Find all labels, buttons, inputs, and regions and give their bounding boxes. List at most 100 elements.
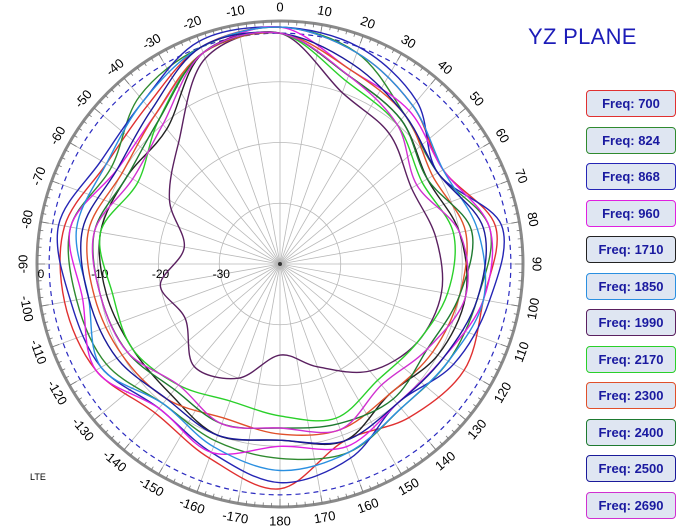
legend-item: Freq: 1850 — [586, 272, 676, 300]
ring-tick — [483, 381, 491, 386]
ring-tick — [369, 38, 372, 43]
ring-tick — [220, 495, 223, 500]
angle-tick-label: -80 — [18, 209, 36, 230]
ring-tick — [99, 423, 103, 427]
legend-item: Freq: 700 — [586, 90, 676, 117]
ring-tick — [93, 414, 101, 421]
angle-tick-label: 170 — [313, 508, 337, 527]
ring-tick — [104, 94, 109, 99]
angle-tick-label: -30 — [140, 30, 164, 52]
angle-tick-label: 160 — [355, 495, 381, 517]
ring-tick — [104, 429, 109, 434]
ring-tick — [65, 375, 70, 379]
ring-tick — [51, 180, 60, 185]
ring-tick — [501, 172, 506, 175]
ring-tick — [88, 114, 92, 118]
ring-tick — [391, 474, 395, 479]
ring-tick — [173, 45, 176, 50]
ring-tick — [384, 478, 387, 483]
legend-item: Freq: 2300 — [586, 382, 676, 409]
series-line — [80, 31, 487, 445]
ring-tick — [353, 491, 356, 496]
ring-tick — [93, 107, 101, 114]
ring-tick — [165, 474, 169, 479]
angle-tick-label: -170 — [221, 507, 249, 526]
ring-tick — [57, 164, 62, 168]
ring-tick — [61, 157, 66, 160]
ring-tick — [212, 493, 215, 498]
angle-tick-label: -160 — [177, 494, 207, 517]
ring-tick — [516, 296, 521, 299]
ring-tick — [509, 196, 514, 199]
ring-tick — [329, 497, 331, 502]
angle-tick-label: 80 — [524, 211, 541, 228]
ring-tick — [158, 53, 163, 61]
ring-tick — [229, 497, 231, 502]
ring-tick — [457, 101, 461, 105]
ring-tick — [204, 32, 207, 37]
angle-tick-label: 100 — [524, 297, 543, 321]
ring-tick — [158, 467, 163, 475]
ring-tick — [397, 53, 402, 61]
ring-tick — [196, 484, 201, 493]
ring-tick — [39, 229, 44, 232]
angle-tick-label: -40 — [103, 55, 127, 79]
ring-tick — [426, 72, 430, 76]
ring-tick — [494, 368, 499, 371]
ring-tick — [511, 321, 516, 324]
angle-tick-label: -50 — [71, 87, 95, 111]
ring-tick — [312, 500, 315, 505]
ring-tick — [513, 313, 518, 315]
ring-tick — [65, 149, 70, 153]
ring-tick — [451, 94, 456, 99]
angle-tick-label: 40 — [435, 57, 456, 78]
angle-tick-label: 70 — [512, 167, 531, 186]
ring-tick — [204, 491, 207, 496]
ring-tick — [500, 180, 509, 185]
ring-tick — [99, 101, 103, 105]
ring-tick — [345, 493, 348, 498]
ring-tick — [391, 49, 395, 54]
ring-tick — [483, 142, 491, 147]
ring-tick — [397, 467, 402, 475]
ring-tick — [69, 381, 77, 386]
ring-tick — [78, 127, 83, 131]
ring-tick — [359, 484, 364, 493]
ring-tick — [369, 485, 372, 490]
legend-item: Freq: 2400 — [586, 418, 676, 446]
ring-tick — [482, 390, 487, 394]
ring-tick — [130, 452, 134, 456]
ring-tick — [477, 397, 482, 401]
ring-tick — [501, 353, 506, 356]
ring-tick — [237, 495, 240, 504]
ring-tick — [490, 375, 495, 379]
ring-tick — [507, 188, 512, 191]
ring-tick — [46, 329, 51, 332]
series-line — [159, 31, 444, 380]
angle-tick-label: 150 — [395, 475, 421, 499]
ring-tick — [473, 404, 477, 408]
ring-tick — [345, 30, 348, 35]
ring-tick — [180, 482, 184, 487]
ring-tick — [509, 329, 514, 332]
ring-tick — [511, 304, 520, 307]
grid-circle — [158, 142, 402, 386]
ring-tick — [459, 414, 467, 421]
angle-tick-label: 120 — [491, 379, 515, 405]
angle-tick-label: 10 — [316, 2, 333, 19]
radial-tick-label: 0 — [38, 267, 45, 281]
ring-tick — [73, 134, 78, 138]
ring-tick — [245, 23, 248, 28]
ring-tick — [468, 410, 472, 414]
ring-tick — [42, 213, 47, 215]
ring-tick — [57, 360, 62, 364]
ring-tick — [245, 500, 248, 505]
ring-tick — [439, 441, 443, 445]
ring-tick — [459, 107, 467, 114]
ring-tick — [426, 452, 430, 456]
ring-tick — [413, 461, 417, 466]
ring-tick — [498, 360, 503, 364]
lte-note: LTE — [30, 472, 46, 482]
